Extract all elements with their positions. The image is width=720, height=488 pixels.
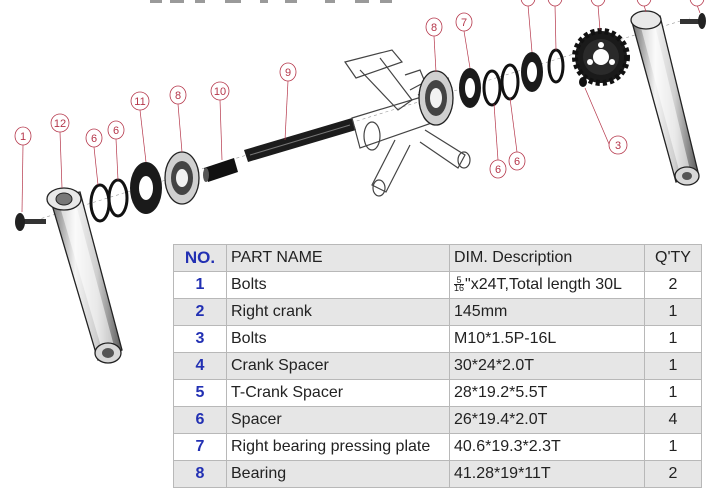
row-part-name: Bolts (226, 271, 450, 299)
callout-7: 7 (455, 12, 473, 32)
svg-text:11: 11 (134, 96, 145, 108)
table-row: 8 Bearing 41.28*19*11T 2 (173, 460, 702, 488)
table-row: 2 Right crank 145mm 1 (173, 298, 702, 326)
svg-text:10: 10 (214, 86, 226, 98)
row-dim: 28*19.2*5.5T (449, 379, 645, 407)
bike-frame-outline (344, 49, 471, 197)
parts-table: NO. PART NAME DIM. Description Q'TY 1 Bo… (173, 244, 702, 488)
cropped-top-callouts (520, 0, 705, 7)
row-no: 8 (173, 460, 227, 488)
row-no: 5 (173, 379, 227, 407)
row-no: 3 (173, 325, 227, 353)
right-crank-bolt (680, 13, 706, 29)
callout-3: 3 (608, 135, 628, 155)
right-spacers (482, 63, 520, 107)
row-part-name: Bolts (226, 325, 450, 353)
left-bearing (164, 151, 200, 205)
row-part-name: Spacer (226, 406, 450, 434)
row-part-name: Right bearing pressing plate (226, 433, 450, 461)
row-part-name: Right crank (226, 298, 450, 326)
left-spacers (89, 178, 129, 223)
table-header-row: NO. PART NAME DIM. Description Q'TY (173, 244, 702, 272)
sprocket-bolt (579, 77, 587, 87)
svg-text:6: 6 (495, 164, 501, 176)
svg-text:6: 6 (514, 156, 520, 168)
crank-spacers (521, 48, 565, 92)
table-row: 6 Spacer 26*19.4*2.0T 4 (173, 406, 702, 434)
callout-6-left-a: 6 (85, 128, 103, 148)
spacer-tube (203, 158, 238, 182)
row-qty: 1 (644, 298, 702, 326)
row-dim: 40.6*19.3*2.3T (449, 433, 645, 461)
row-dim: 145mm (449, 298, 645, 326)
row-qty: 1 (644, 379, 702, 407)
callout-1: 1 (14, 126, 32, 146)
header-no: NO. (173, 244, 227, 272)
callout-leader-lines (21, 4, 701, 213)
svg-text:9: 9 (285, 67, 291, 79)
left-bearing-cup (130, 162, 162, 214)
row-qty: 1 (644, 325, 702, 353)
row-dim: 26*19.4*2.0T (449, 406, 645, 434)
row-no: 7 (173, 433, 227, 461)
svg-text:8: 8 (431, 22, 437, 34)
row-qty: 2 (644, 460, 702, 488)
table-row: 4 Crank Spacer 30*24*2.0T 1 (173, 352, 702, 380)
callout-9: 9 (279, 62, 297, 82)
cropped-header-remnant (150, 0, 392, 3)
row-no: 4 (173, 352, 227, 380)
row-dim: M10*1.5P-16L (449, 325, 645, 353)
callout-11: 11 (130, 91, 150, 111)
row-dim: 30*24*2.0T (449, 352, 645, 380)
table-row: 5 T-Crank Spacer 28*19.2*5.5T 1 (173, 379, 702, 407)
right-bearing (418, 70, 454, 126)
svg-text:1: 1 (20, 131, 26, 143)
row-no: 1 (173, 271, 227, 299)
callout-10: 10 (210, 81, 230, 101)
table-row: 3 Bolts M10*1.5P-16L 1 (173, 325, 702, 353)
right-crank-arm (630, 10, 700, 186)
svg-text:12: 12 (54, 118, 66, 130)
row-part-name: T-Crank Spacer (226, 379, 450, 407)
header-qty: Q'TY (644, 244, 702, 272)
left-crank-bolt (15, 213, 46, 231)
svg-text:8: 8 (175, 90, 181, 102)
callout-8-left: 8 (169, 85, 187, 105)
callout-6-left-b: 6 (107, 120, 125, 140)
row-part-name: Bearing (226, 460, 450, 488)
header-part-name: PART NAME (226, 244, 450, 272)
svg-text:7: 7 (461, 17, 467, 29)
callout-8-right: 8 (425, 17, 443, 37)
table-row: 7 Right bearing pressing plate 40.6*19.3… (173, 433, 702, 461)
svg-text:6: 6 (113, 125, 119, 137)
row-part-name: Crank Spacer (226, 352, 450, 380)
header-dim-description: DIM. Description (449, 244, 645, 272)
row-dim: 41.28*19*11T (449, 460, 645, 488)
row-qty: 2 (644, 271, 702, 299)
left-crank-arm (46, 187, 123, 364)
axle-spindle (244, 118, 356, 162)
row-qty: 4 (644, 406, 702, 434)
callout-12: 12 (50, 113, 70, 133)
callout-6-right-b: 6 (508, 151, 526, 171)
right-bearing-pressing-plate (459, 68, 481, 108)
row-qty: 1 (644, 433, 702, 461)
row-no: 6 (173, 406, 227, 434)
svg-text:3: 3 (615, 140, 621, 152)
callout-6-right-a: 6 (489, 159, 507, 179)
sprocket (572, 28, 630, 86)
row-no: 2 (173, 298, 227, 326)
svg-text:6: 6 (91, 133, 97, 145)
row-qty: 1 (644, 352, 702, 380)
